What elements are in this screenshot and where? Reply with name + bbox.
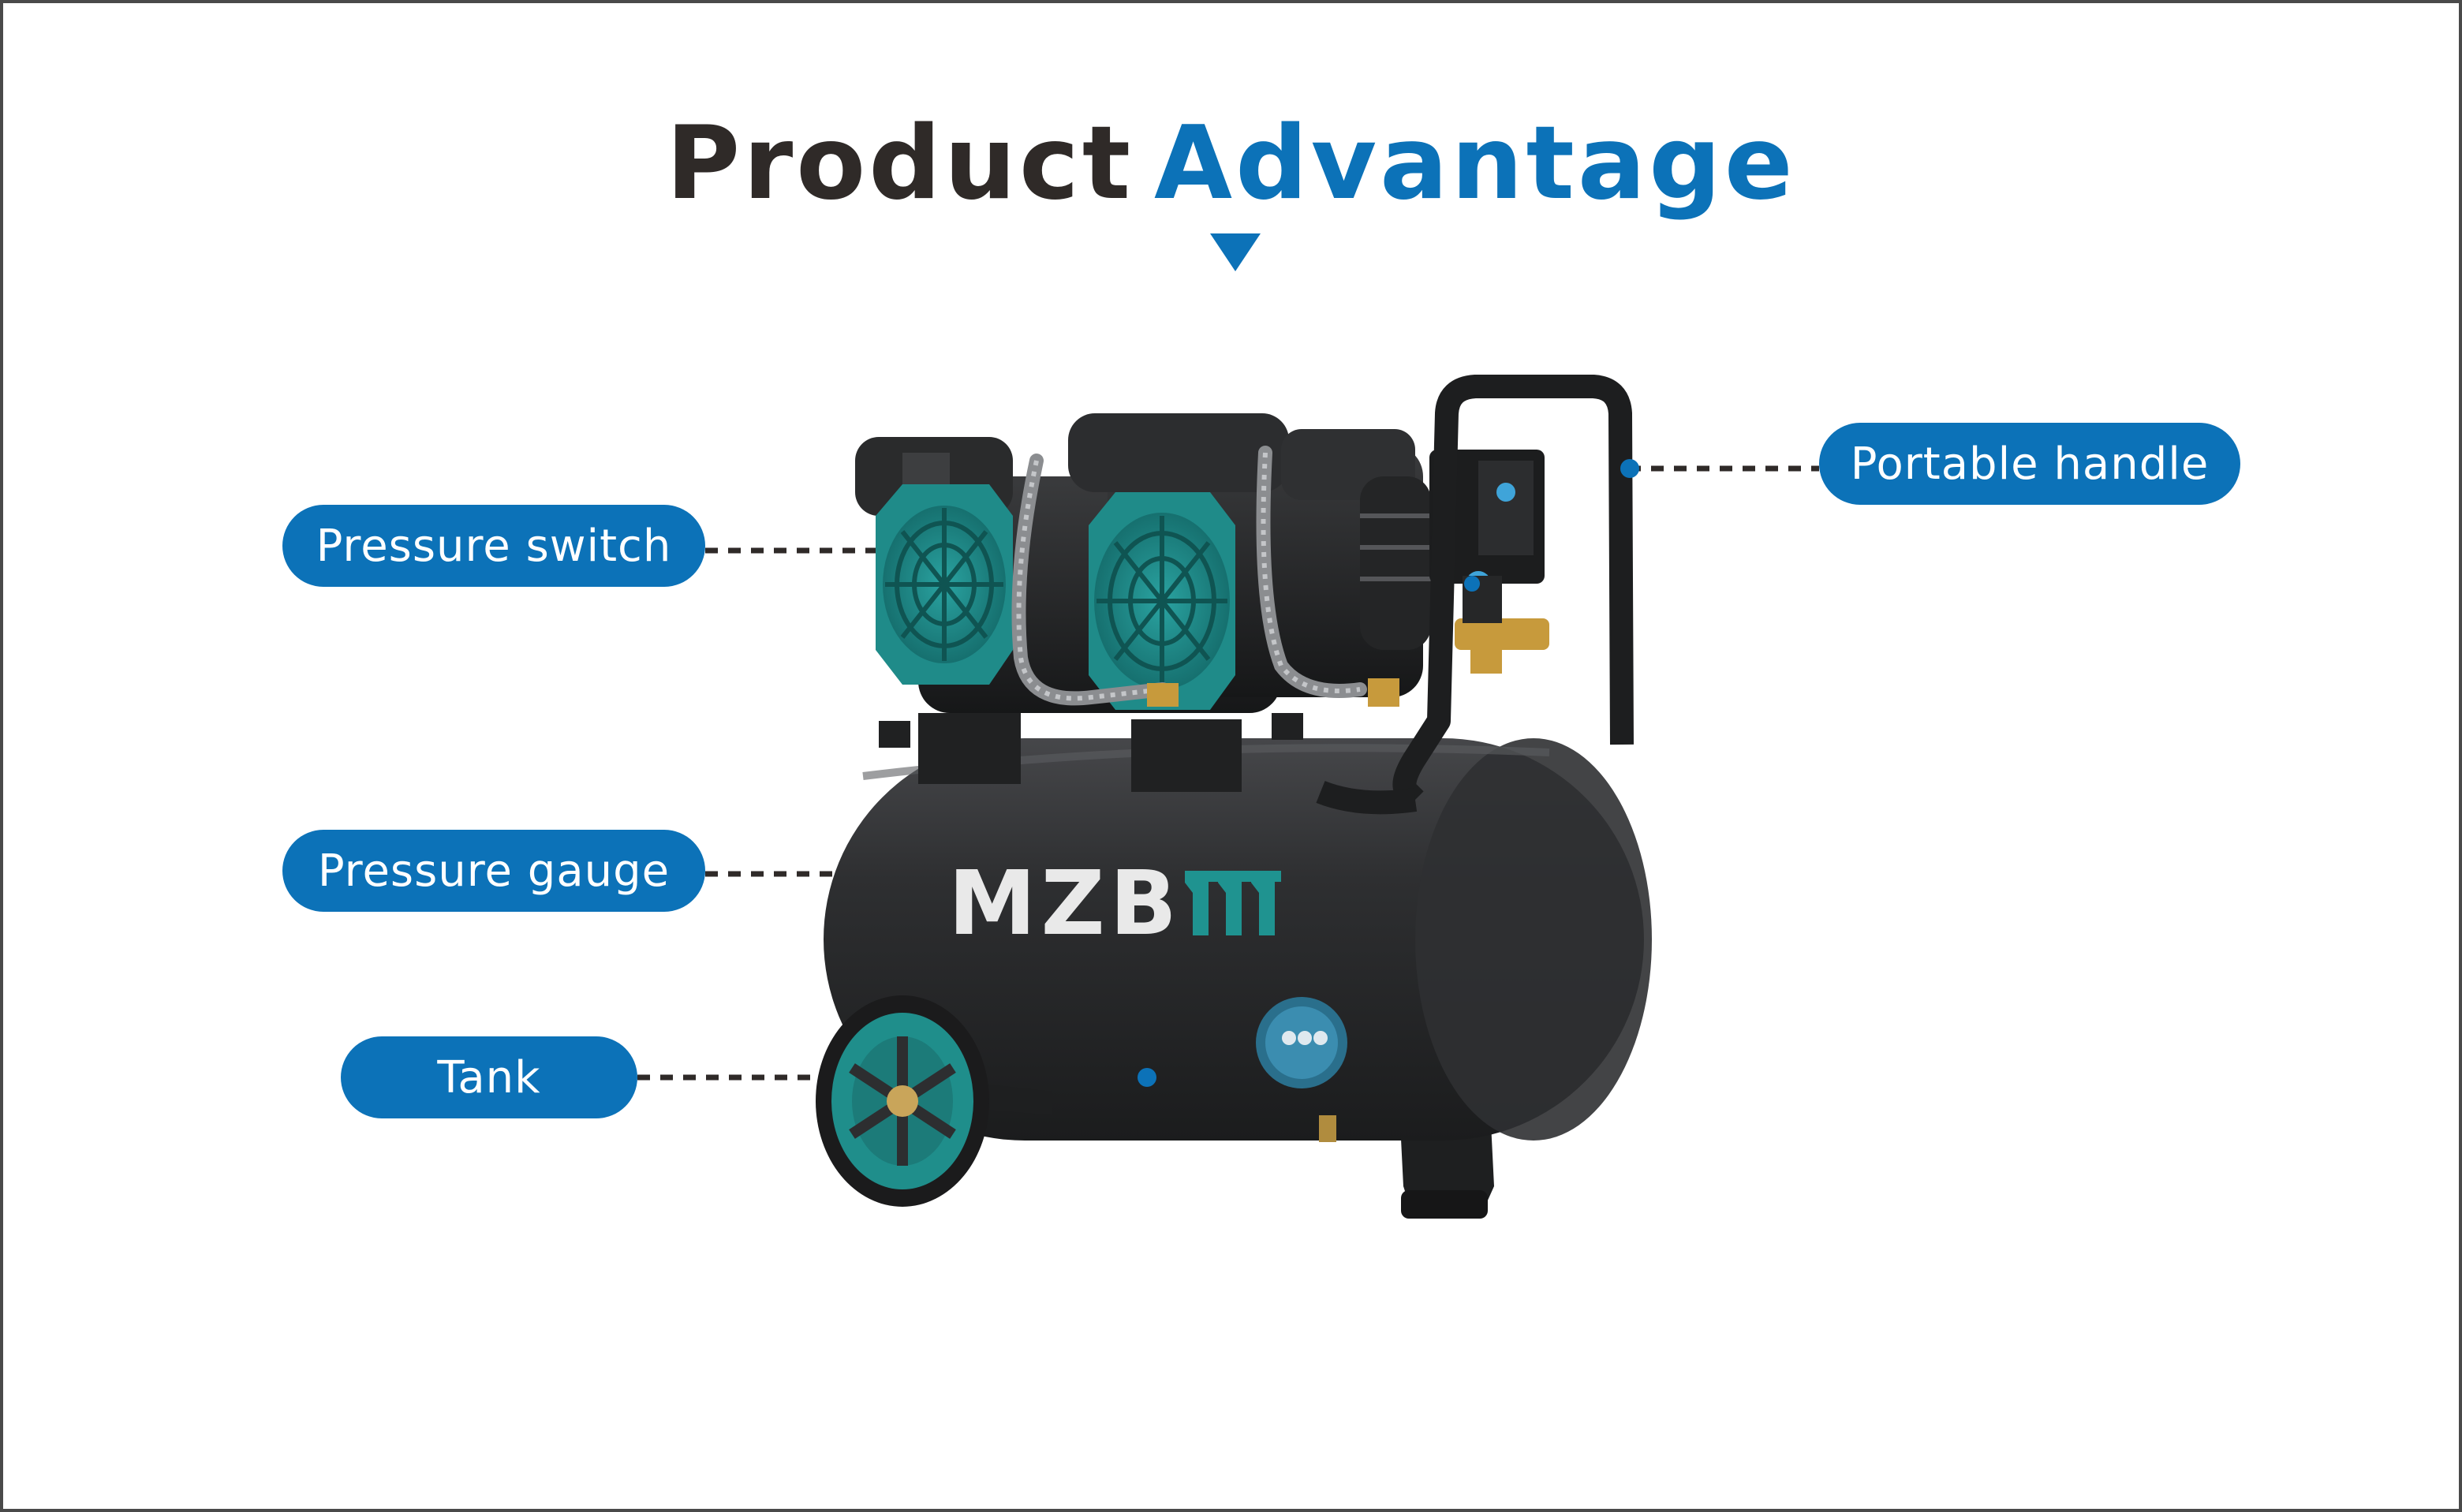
motor-mounts [879,713,1303,792]
left-cooling-fan [876,484,1013,685]
anchor-dot-tank [1138,1068,1156,1087]
title-part-product: Product [666,105,1134,222]
air-tank [824,738,1652,1141]
portable-handle-frame [1392,375,1634,808]
anchor-dot-handle [1620,459,1639,478]
brand-logo-mark-icon [1185,871,1281,935]
right-cooling-fan [1089,492,1235,710]
callout-pressure-gauge: Pressure gauge [282,830,705,912]
brass-fittings [1147,618,1549,707]
title-part-advantage: Advantage [1154,105,1796,222]
drain-valve [1319,1115,1336,1142]
hose-braid-detail [1016,452,1361,701]
air-compressor-illustration: MZB [637,375,1819,1219]
rubber-foot [1401,1190,1488,1219]
anchor-dot-switch [1464,576,1480,592]
brand-logo-text: MZB [948,853,1182,955]
safety-label-sticker [1256,997,1347,1088]
callout-pressure-switch: Pressure switch [282,505,705,587]
callout-anchor-dots [1138,459,1639,1087]
handle-lower-arm [1316,780,1418,815]
callout-tank: Tank [341,1036,637,1118]
front-wheel [816,995,989,1207]
callout-portable-handle: Portable handle [1819,423,2240,505]
title-down-arrow-icon [1210,233,1261,271]
pressure-switch-unit [1429,450,1545,623]
